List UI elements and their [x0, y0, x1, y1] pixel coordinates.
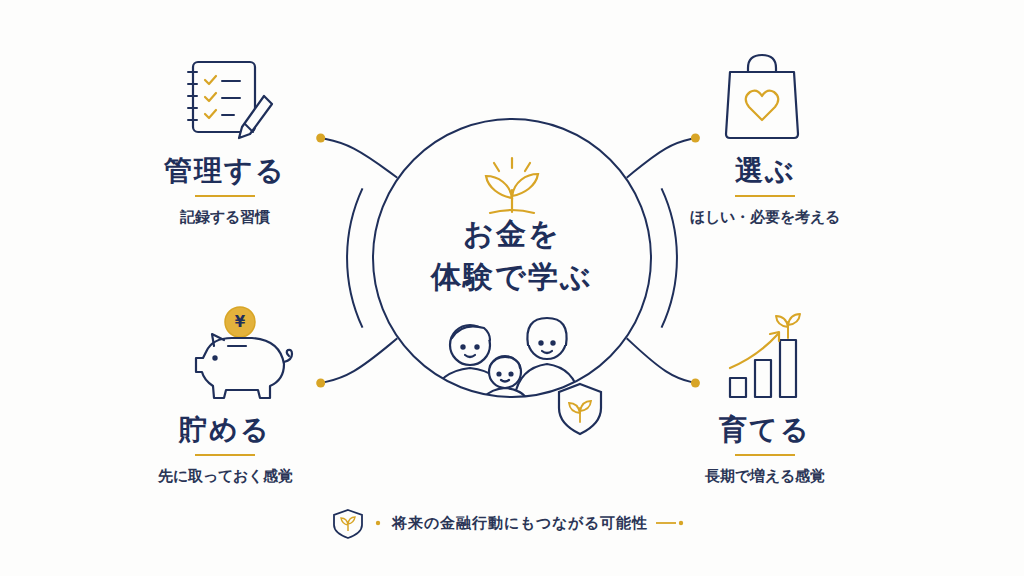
item-description: 先に取っておく感覚	[124, 466, 326, 486]
bullet-dot	[376, 521, 380, 525]
shield-icon	[334, 510, 362, 538]
item-heading: 貯める	[124, 413, 326, 447]
item-heading: 選ぶ	[674, 154, 856, 188]
outer-arc	[347, 188, 677, 327]
topic-item: 管理する記録する習慣	[124, 138, 326, 231]
footnote: 将来の金融行動にもつながる可能性	[392, 514, 648, 533]
currency-symbol: ¥	[235, 313, 245, 331]
connector	[316, 338, 397, 387]
connector-line	[321, 338, 398, 383]
heading-underline	[195, 454, 255, 456]
item-description: ほしい・必要を考える	[674, 207, 856, 227]
connector	[627, 134, 700, 178]
item-description: 記録する習慣	[124, 207, 326, 227]
growth-chart-icon	[730, 314, 800, 397]
center-circle: お金を 体験で学ぶ	[372, 118, 652, 398]
connector-line	[321, 138, 398, 178]
connector	[316, 134, 397, 178]
item-heading: 育てる	[674, 413, 856, 447]
connector-line	[627, 338, 696, 383]
item-description: 長期で増える感覚	[674, 466, 856, 486]
connector-dot	[691, 134, 700, 143]
bullet-dot	[679, 521, 683, 525]
bag-icon	[726, 55, 798, 138]
topic-item: 貯める先に取っておく感覚	[124, 383, 326, 490]
trailing-line	[656, 522, 676, 524]
connector-dot	[691, 379, 700, 388]
topic-item: 育てる長期で増える感覚	[674, 383, 856, 490]
connector-dot	[316, 379, 325, 388]
sprout-icon	[486, 158, 538, 213]
piggy-bank-icon	[196, 307, 292, 398]
heading-underline	[195, 195, 255, 197]
note-decoration	[334, 510, 683, 538]
item-heading: 管理する	[124, 154, 326, 188]
heading-underline	[735, 454, 795, 456]
connector-dot	[316, 134, 325, 143]
sprout-mark	[341, 517, 355, 531]
shield-icon	[559, 384, 601, 434]
center-title: お金を 体験で学ぶ	[394, 212, 630, 298]
topic-item: 選ぶほしい・必要を考える	[674, 138, 856, 231]
heading-underline	[735, 195, 795, 197]
connector	[627, 338, 700, 387]
connector-line	[627, 138, 696, 178]
notebook-icon	[188, 62, 272, 138]
